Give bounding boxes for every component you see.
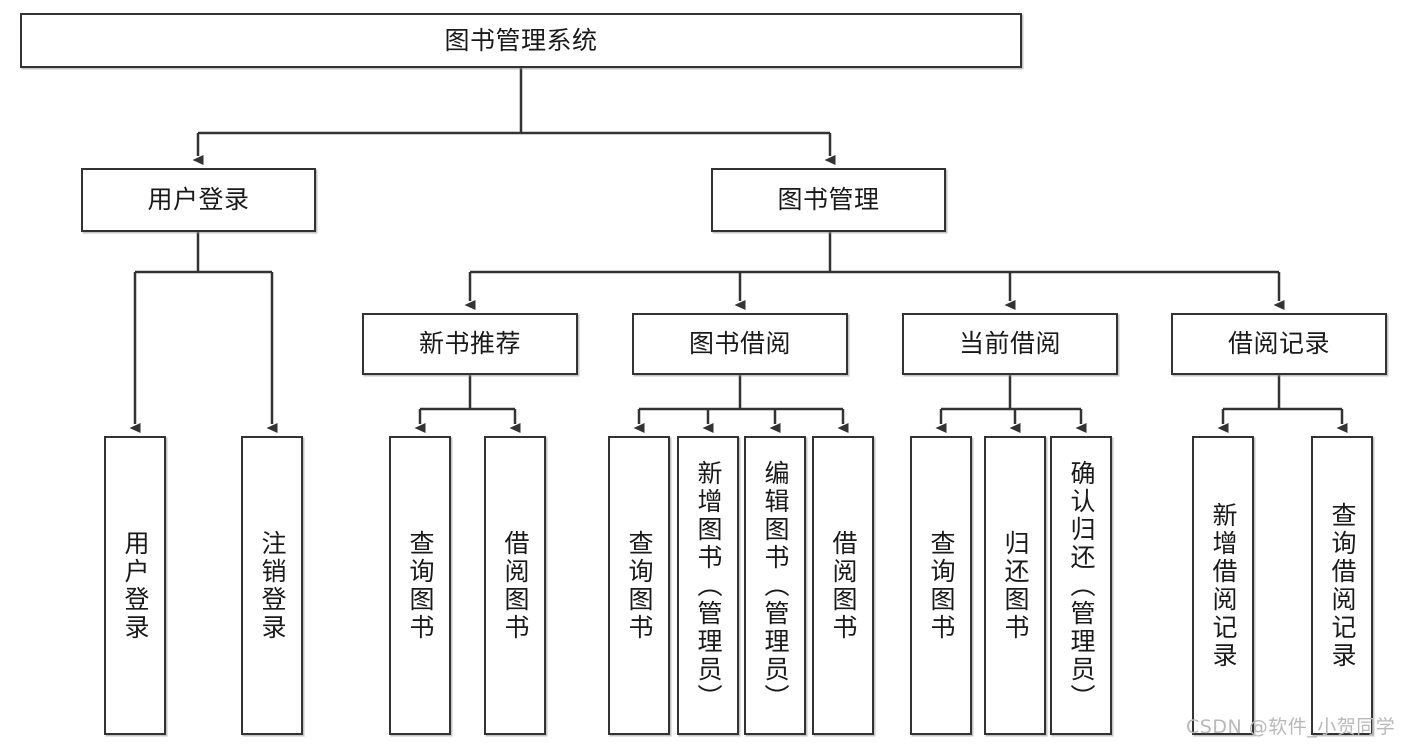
- node-user-login[interactable]: 用户登录: [81, 168, 316, 232]
- node-book-borrow[interactable]: 图书借阅: [632, 313, 848, 375]
- node-leaf-add-borrow-record[interactable]: 新增借阅记录: [1192, 436, 1254, 735]
- node-leaf-add-borrow-record-label: 新增借阅记录: [1209, 501, 1238, 670]
- node-current-borrow[interactable]: 当前借阅: [902, 313, 1118, 375]
- node-leaf-return-book-label: 归还图书: [1001, 529, 1030, 642]
- node-leaf-logout-label: 注销登录: [258, 529, 287, 642]
- node-leaf-logout[interactable]: 注销登录: [241, 436, 303, 735]
- watermark: CSDN @软件_小贺同学: [1186, 716, 1396, 738]
- node-leaf-query-book-borrow[interactable]: 查询图书: [608, 436, 670, 735]
- node-book-management-label: 图书管理: [777, 185, 880, 214]
- node-leaf-user-login[interactable]: 用户登录: [104, 436, 166, 735]
- node-leaf-confirm-return[interactable]: 确认归还（管理员）: [1050, 436, 1112, 735]
- node-user-login-label: 用户登录: [147, 185, 250, 214]
- node-leaf-add-book-label: 新增图书（管理员）: [694, 459, 723, 712]
- node-leaf-query-borrow-record-label: 查询借阅记录: [1328, 501, 1357, 670]
- node-root-label: 图书管理系统: [444, 25, 598, 55]
- node-leaf-query-book-borrow-label: 查询图书: [625, 529, 654, 642]
- node-leaf-confirm-return-label: 确认归还（管理员）: [1067, 459, 1096, 712]
- node-leaf-return-book[interactable]: 归还图书: [984, 436, 1046, 735]
- node-leaf-query-book-recommend-label: 查询图书: [406, 529, 435, 642]
- node-leaf-edit-book[interactable]: 编辑图书（管理员）: [744, 436, 806, 735]
- node-leaf-query-book-current[interactable]: 查询图书: [910, 436, 972, 735]
- node-new-book-recommend[interactable]: 新书推荐: [362, 313, 578, 375]
- node-leaf-borrow-book[interactable]: 借阅图书: [812, 436, 874, 735]
- node-book-borrow-label: 图书借阅: [688, 329, 791, 358]
- node-leaf-query-book-recommend[interactable]: 查询图书: [389, 436, 451, 735]
- node-leaf-borrow-book-recommend[interactable]: 借阅图书: [484, 436, 546, 735]
- node-current-borrow-label: 当前借阅: [958, 329, 1061, 358]
- node-new-book-recommend-label: 新书推荐: [418, 329, 521, 358]
- node-leaf-add-book[interactable]: 新增图书（管理员）: [677, 436, 739, 735]
- node-borrow-records[interactable]: 借阅记录: [1171, 313, 1387, 375]
- node-root[interactable]: 图书管理系统: [20, 13, 1022, 68]
- node-leaf-user-login-label: 用户登录: [121, 529, 150, 642]
- node-borrow-records-label: 借阅记录: [1227, 329, 1330, 358]
- node-leaf-query-borrow-record[interactable]: 查询借阅记录: [1311, 436, 1373, 735]
- node-leaf-borrow-book-label: 借阅图书: [829, 529, 858, 642]
- node-leaf-query-book-current-label: 查询图书: [927, 529, 956, 642]
- node-book-management[interactable]: 图书管理: [711, 168, 946, 232]
- node-leaf-borrow-book-recommend-label: 借阅图书: [501, 529, 530, 642]
- node-leaf-edit-book-label: 编辑图书（管理员）: [761, 459, 790, 712]
